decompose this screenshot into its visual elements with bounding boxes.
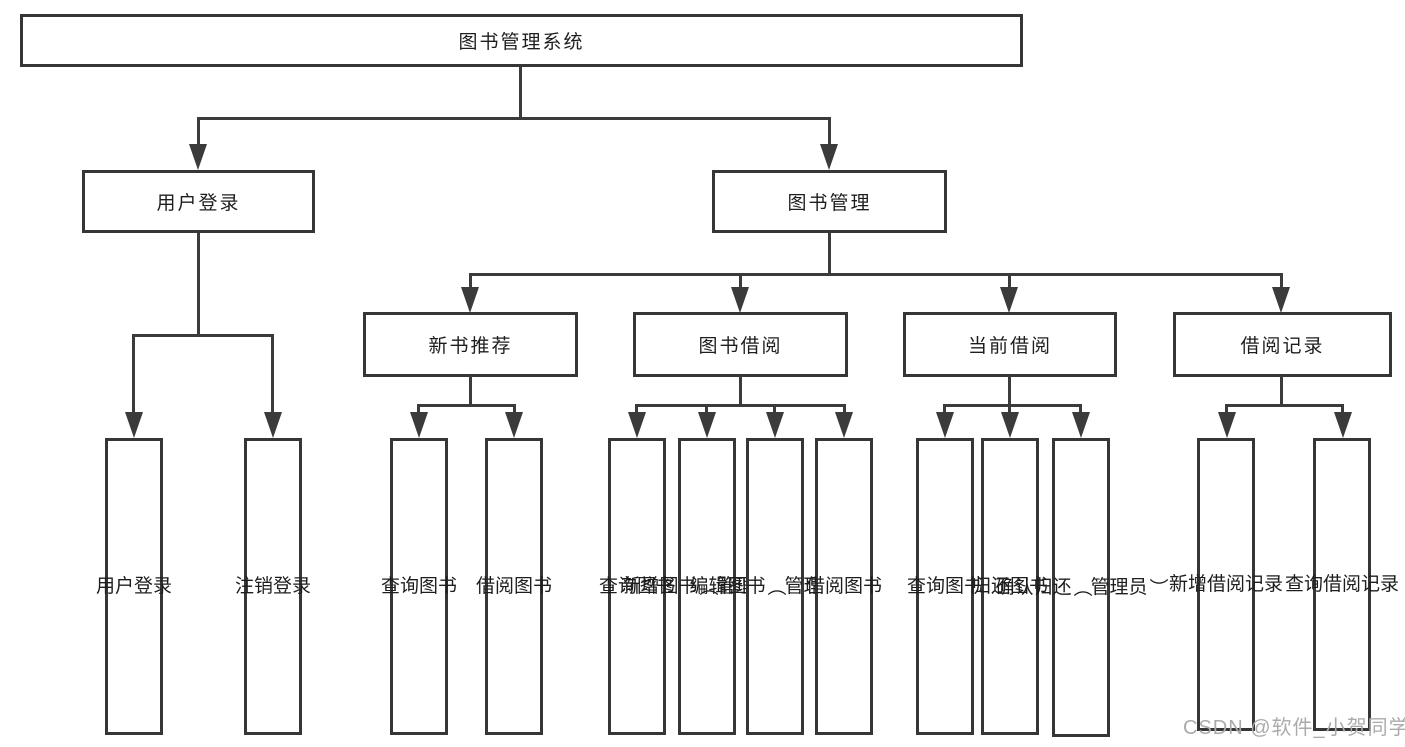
node-root-label: 图书管理系统 (458, 32, 585, 53)
connector-drop (1008, 375, 1011, 407)
connector-split (943, 404, 1082, 407)
node-root: 图书管理系统 (20, 14, 1023, 67)
connector-drop (739, 375, 742, 407)
connector-stub (828, 117, 831, 147)
connector-stub (513, 404, 516, 415)
arrow-down-icon (936, 412, 954, 438)
node-book-borrow-label: 图书借阅 (698, 336, 783, 357)
connector-stub (739, 273, 742, 289)
connector-bookmgmt-split (469, 273, 1283, 276)
leaf-cb-confirm-return: 确认归还（管理员） (995, 438, 1168, 737)
arrow-down-icon (1218, 412, 1236, 438)
node-new-book-rec-label: 新书推荐 (428, 336, 513, 357)
node-current-borrow: 当前借阅 (903, 312, 1117, 377)
leaf-br-add-record: 新增借阅记录 (1169, 438, 1283, 731)
arrow-down-icon (628, 412, 646, 438)
arrow-down-icon (1334, 412, 1352, 438)
connector-stub (1280, 273, 1283, 289)
leaf-cb-return-books: 归还图书 (972, 438, 1048, 735)
arrow-down-icon (731, 287, 749, 313)
node-book-borrow: 图书借阅 (633, 312, 848, 377)
leaf-bb-borrow-books: 借阅图书 (806, 438, 882, 735)
node-current-borrow-label: 当前借阅 (967, 336, 1052, 357)
connector-drop (469, 375, 472, 407)
connector-stub (197, 117, 200, 147)
node-book-mgmt-label: 图书管理 (787, 193, 872, 214)
arrow-down-icon (820, 144, 838, 170)
connector-stub (271, 334, 274, 414)
arrow-down-icon (189, 144, 207, 170)
arrow-down-icon (698, 412, 716, 438)
csdn-watermark: CSDN @软件_小贺同学 (1183, 717, 1405, 739)
connector-stub (635, 404, 638, 415)
connector-split (417, 404, 516, 407)
connector-root-drop (519, 67, 522, 119)
leaf-br-query-record: 查询借阅记录 (1285, 438, 1399, 731)
connector-userlogin-split (132, 334, 274, 337)
arrow-down-icon (125, 412, 143, 438)
connector-stub (705, 404, 708, 415)
connector-stub (132, 334, 135, 414)
connector-stub (1341, 404, 1344, 415)
leaf-user-login: 用户登录 (96, 438, 172, 735)
connector-stub (943, 404, 946, 415)
arrow-down-icon (461, 287, 479, 313)
connector-bookmgmt-drop (828, 233, 831, 276)
connector-stub (469, 273, 472, 289)
arrow-down-icon (1272, 287, 1290, 313)
arrow-down-icon (835, 412, 853, 438)
node-book-mgmt: 图书管理 (712, 170, 947, 233)
leaf-bb-query-books: 查询图书 (599, 438, 675, 735)
leaf-rec-query-books: 查询图书 (381, 438, 457, 735)
arrow-down-icon (1072, 412, 1090, 438)
arrow-down-icon (410, 412, 428, 438)
connector-stub (1008, 404, 1011, 415)
connector-userlogin-drop (197, 233, 200, 337)
leaf-logout: 注销登录 (235, 438, 311, 735)
connector-stub (1079, 404, 1082, 415)
arrow-down-icon (505, 412, 523, 438)
connector-split (1225, 404, 1344, 407)
arrow-down-icon (1000, 287, 1018, 313)
connector-stub (417, 404, 420, 415)
connector-stub (773, 404, 776, 415)
node-borrow-records: 借阅记录 (1173, 312, 1392, 377)
node-user-login: 用户登录 (82, 170, 315, 233)
arrow-down-icon (264, 412, 282, 438)
connector-root-split (197, 117, 831, 120)
leaf-cb-query-books: 查询图书 (907, 438, 983, 735)
node-new-book-rec: 新书推荐 (363, 312, 578, 377)
arrow-down-icon (1001, 412, 1019, 438)
node-user-login-label: 用户登录 (156, 193, 241, 214)
leaf-rec-borrow-books: 借阅图书 (476, 438, 552, 735)
connector-split (635, 404, 846, 407)
arrow-down-icon (766, 412, 784, 438)
connector-stub (843, 404, 846, 415)
connector-stub (1225, 404, 1228, 415)
connector-drop (1280, 375, 1283, 407)
connector-stub (1008, 273, 1011, 289)
node-borrow-records-label: 借阅记录 (1240, 336, 1325, 357)
